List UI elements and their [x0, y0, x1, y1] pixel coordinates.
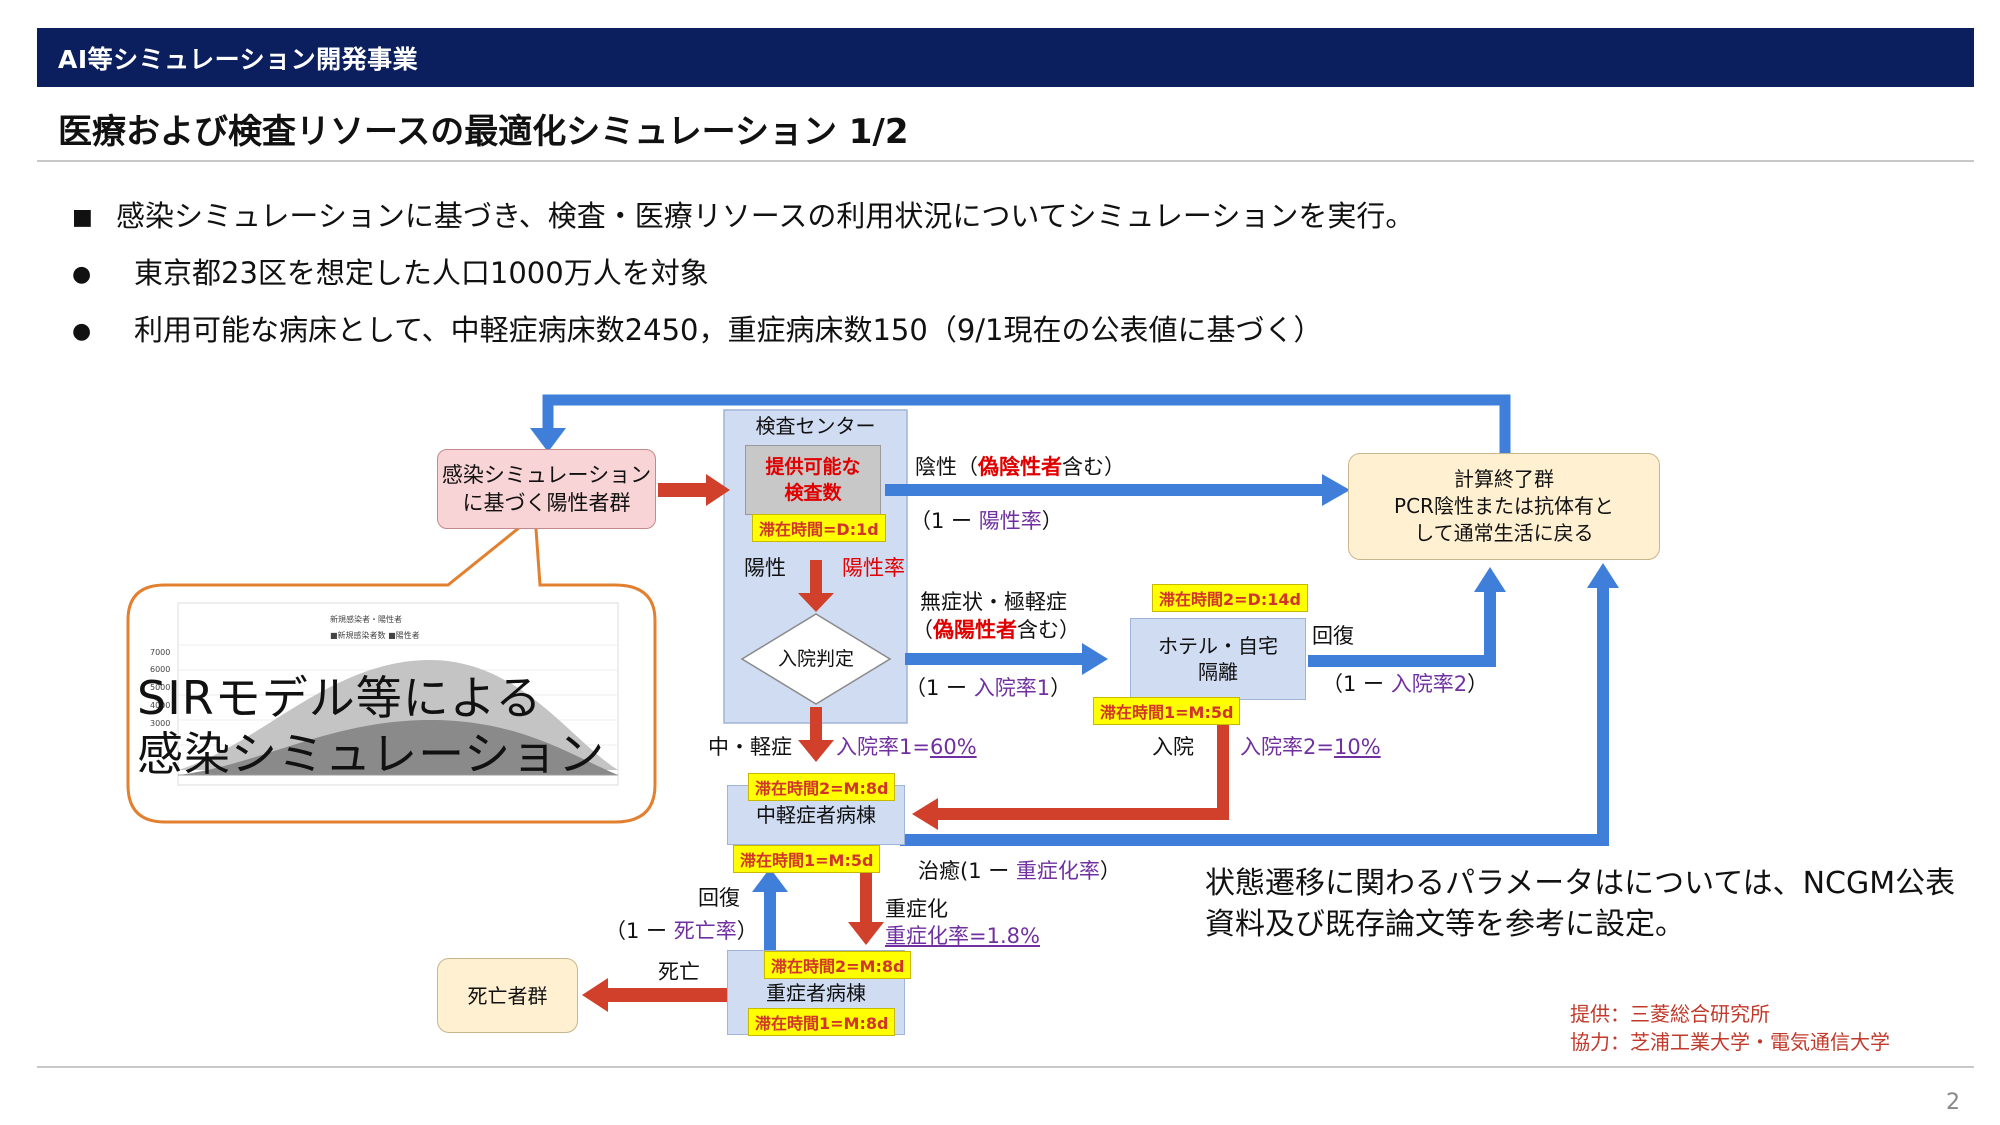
severe-label: 重症化	[885, 897, 948, 921]
bullet-text: 利用可能な病床として、中軽症病床数2450，重症病床数150（9/1現在の公表値…	[134, 313, 1323, 347]
severe-stay2-tag: 滞在時間2=M:8d	[764, 951, 912, 979]
credit-provider: 提供：三菱総合研究所	[1570, 1002, 1770, 1026]
admission-diamond	[740, 613, 892, 705]
hotel-recovery-arrow	[1308, 590, 1496, 667]
test-center-label: 検査センター	[755, 414, 876, 438]
mini-chart-ytick: 6000	[150, 665, 171, 674]
hotel-stay2-tag: 滞在時間2=D:14d	[1152, 584, 1308, 612]
page-number: 2	[1946, 1090, 1960, 1115]
bullet-text: 感染シミュレーションに基づき、検査・医療リソースの利用状況についてシミュレーショ…	[116, 199, 1415, 233]
cure-arrow	[900, 585, 1609, 846]
test-stay-tag: 滞在時間=D:1d	[752, 514, 886, 542]
negative-rate-label: （1 ー 陽性率）	[910, 509, 1063, 533]
severe-stay1-tag: 滞在時間1=M:8d	[748, 1008, 896, 1036]
mini-chart-ytick: 7000	[150, 648, 171, 657]
severe-recovery-arrow	[764, 890, 776, 950]
mild-stay1-tag: 滞在時間1=M:5d	[733, 845, 881, 873]
mini-epidemic-chart	[177, 602, 619, 786]
positive-label: 陽性	[744, 556, 786, 580]
negative-label: 陰性（偽陰性者含む）	[915, 455, 1125, 479]
feedback-loop-arrow	[542, 394, 1511, 460]
section-title: AI等シミュレーション開発事業	[58, 45, 419, 74]
negative-arrow	[885, 484, 1325, 496]
bullet-3: ● 利用可能な病床として、中軽症病床数2450，重症病床数150（9/1現在の公表…	[72, 307, 1323, 349]
mini-chart-ytick: 4000	[150, 701, 171, 710]
dot-bullet-icon: ●	[72, 262, 92, 287]
hospitalize-label: 入院	[1152, 735, 1194, 759]
severe-recovery-label: 回復	[698, 886, 740, 910]
moderate-arrow	[810, 707, 822, 742]
mini-chart-ytick: 3000	[150, 719, 171, 728]
page-title: 医療および検査リソースの最適化シミュレーション 1/2	[58, 112, 909, 152]
mini-chart-ytick: 5000	[150, 683, 171, 692]
bullet-1: ■ 感染シミュレーションに基づき、検査・医療リソースの利用状況についてシミュレーシ…	[72, 193, 1414, 235]
false-positive-label: （偽陽性者含む）	[912, 618, 1080, 642]
death-group-box: 死亡者群	[437, 958, 578, 1033]
hotel-hospitalize-arrow	[935, 700, 1229, 820]
mini-chart-legend: ■新規感染者数 ■陽性者	[330, 631, 420, 640]
hotel-recovery-label: 回復	[1312, 624, 1354, 648]
infected-to-test-arrow	[658, 483, 708, 497]
admit1-value-label: 入院率1=60%	[836, 735, 977, 759]
positive-rate-label: 陽性率	[842, 556, 905, 580]
hotel-stay1-tag: 滞在時間1=M:5d	[1093, 697, 1241, 725]
footer-divider	[37, 1066, 1974, 1068]
credit-cooperation: 協力：芝浦工業大学・電気通信大学	[1570, 1030, 1890, 1054]
admit2-complement-label: （1 ー 入院率2）	[1322, 672, 1489, 696]
end-group-box: 計算終了群 PCR陰性または抗体有と して通常生活に戻る	[1348, 453, 1660, 560]
feedback-loop-head	[530, 428, 566, 452]
severe-rate-label: 重症化率=1.8%	[885, 924, 1040, 948]
square-bullet-icon: ■	[72, 205, 93, 230]
sir-model-caption: SIRモデル等による 感染シミュレーション	[137, 671, 606, 781]
mild-stay2-tag: 滞在時間2=M:8d	[748, 773, 896, 801]
infected-group-box: 感染シミュレーション に基づく陽性者群	[437, 449, 656, 529]
death-arrow	[605, 988, 730, 1002]
dot-bullet-icon: ●	[72, 319, 92, 344]
hotel-isolation-box: ホテル・自宅 隔離	[1130, 618, 1306, 700]
header-bar	[37, 28, 1974, 87]
severe-arrow	[860, 870, 872, 925]
death-label: 死亡	[658, 960, 700, 984]
title-divider	[37, 160, 1974, 162]
parameter-note: 状態遷移に関わるパラメータはについては、NCGM公表資料及び既存論文等を参考に設…	[1205, 866, 1956, 942]
mini-chart-title: 新規感染者・陽性者	[330, 615, 402, 624]
bullet-2: ● 東京都23区を想定した人口1000万人を対象	[72, 250, 709, 292]
moderate-label: 中・軽症	[708, 735, 792, 759]
test-capacity-box: 提供可能な 検査数	[745, 445, 881, 515]
positive-arrow	[810, 560, 822, 595]
death-rate-complement-label: （1 ー 死亡率）	[605, 919, 758, 943]
admission-decision-label: 入院判定	[777, 648, 854, 670]
admit1-complement-label: （1 ー 入院率1）	[905, 676, 1072, 700]
admit2-value-label: 入院率2=10%	[1240, 735, 1381, 759]
admission-to-hotel-arrow	[905, 653, 1085, 665]
bullet-text: 東京都23区を想定した人口1000万人を対象	[134, 256, 709, 290]
cure-label: 治癒(1 ー 重症化率）	[918, 859, 1121, 883]
asymptomatic-label: 無症状・極軽症	[920, 590, 1067, 614]
